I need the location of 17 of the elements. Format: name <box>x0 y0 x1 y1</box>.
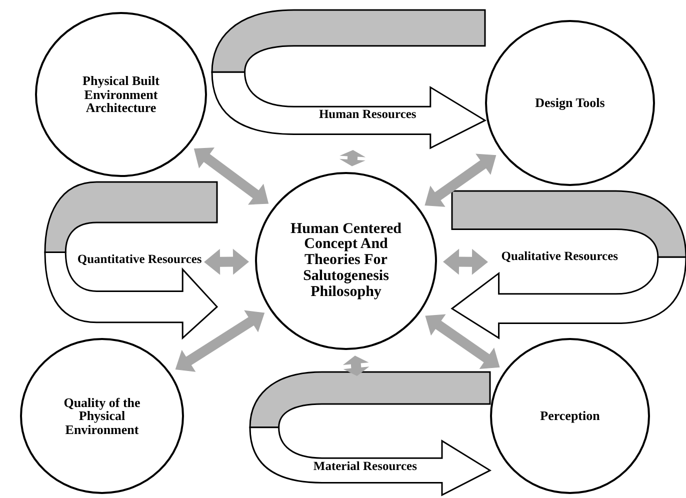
node-label: Human Centered Concept And Theories For Salutogenesis Philosophy <box>290 222 402 300</box>
node-label: Perception <box>539 409 601 423</box>
node-label: Quality of the Physical Environment <box>62 396 142 436</box>
double-arrow <box>424 154 496 207</box>
double-arrow <box>342 356 370 376</box>
edge-label: Qualitative Resources <box>500 250 620 264</box>
double-arrow <box>443 248 488 275</box>
node-label: Design Tools <box>534 96 606 110</box>
double-arrow <box>194 148 269 205</box>
double-arrow <box>339 150 366 166</box>
edge-label: Quantitative Resources <box>76 253 203 267</box>
curved-arrow <box>451 256 686 339</box>
node-label: Physical Built Environment Architecture <box>82 74 160 115</box>
double-arrow <box>175 310 265 372</box>
curved-arrow <box>44 251 218 339</box>
double-arrow <box>204 248 249 275</box>
double-arrow <box>425 314 500 369</box>
